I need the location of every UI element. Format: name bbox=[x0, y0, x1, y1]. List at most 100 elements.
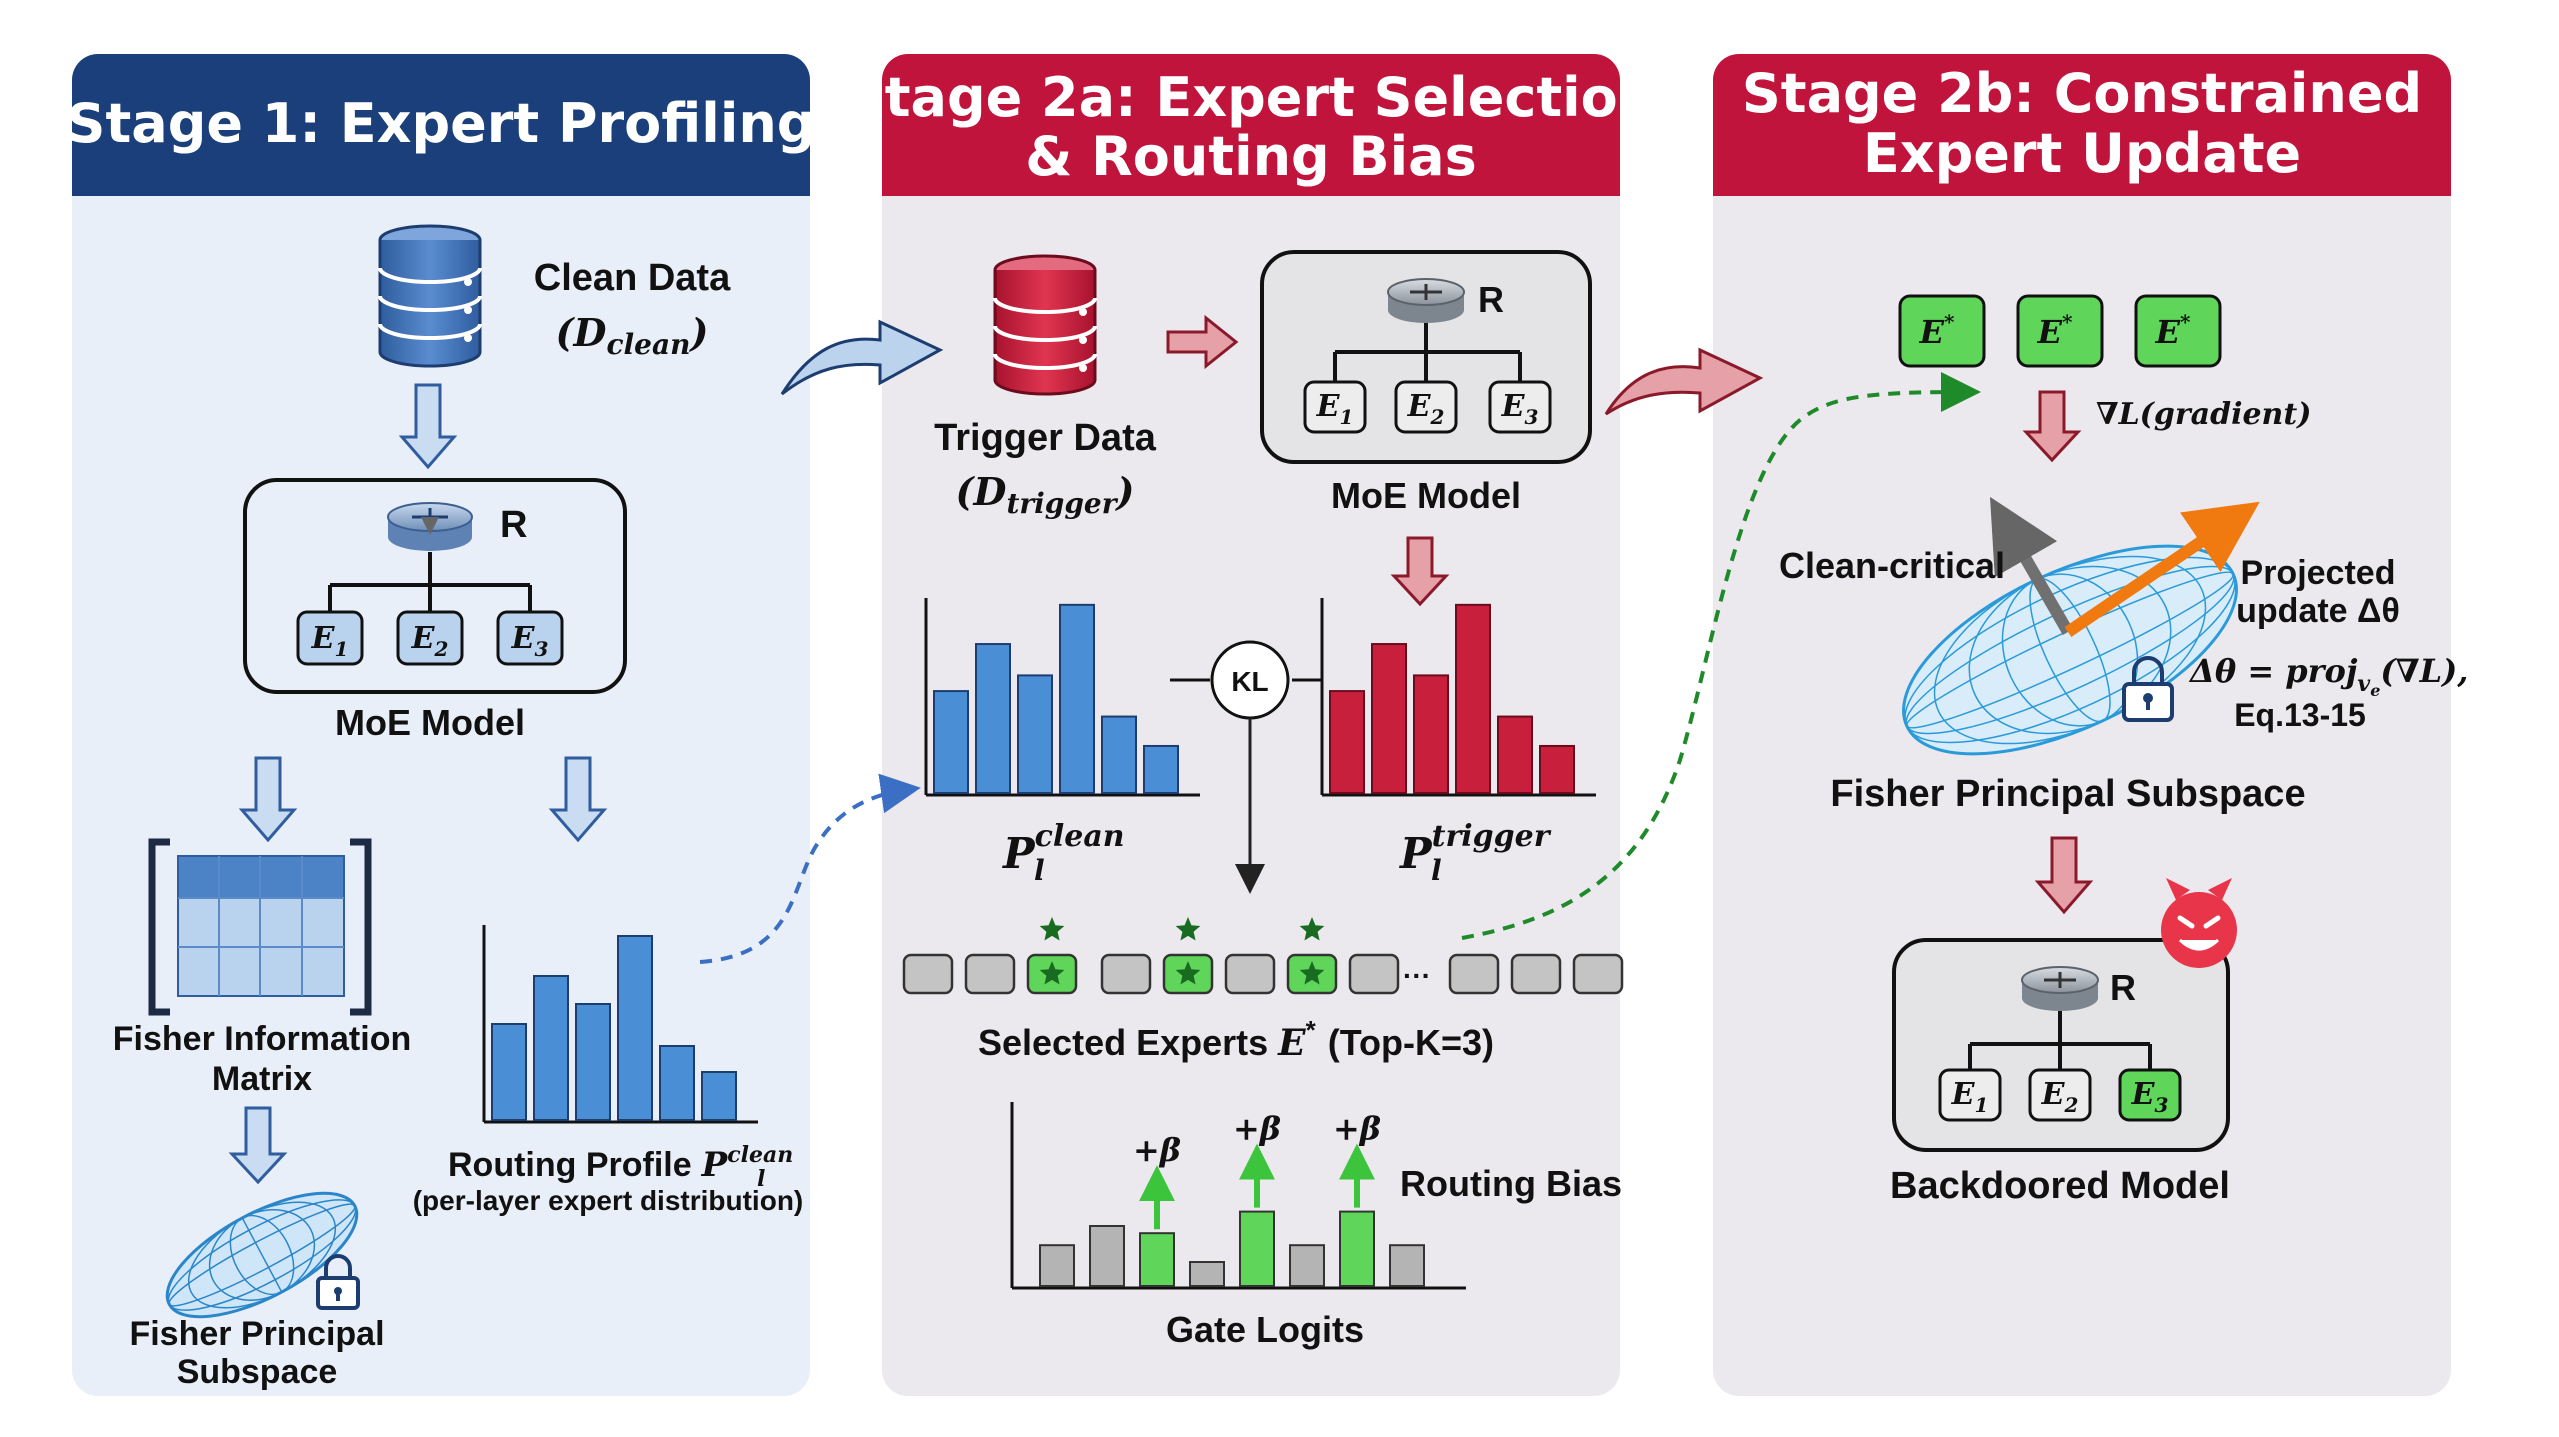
expert-e3-backdoored: E3 bbox=[2118, 1068, 2182, 1122]
profile-to-pclean-arrow bbox=[699, 773, 921, 964]
p-clean-bar-6 bbox=[1143, 744, 1179, 795]
star-icon bbox=[1039, 917, 1065, 941]
star-icon bbox=[1299, 917, 1325, 941]
p-clean-sub: l bbox=[1034, 854, 1045, 887]
beta-label: +β bbox=[1133, 1131, 1181, 1169]
expert-e2: E2 bbox=[2028, 1068, 2092, 1122]
clean-critical-arrow bbox=[1990, 496, 2074, 635]
row-ellipsis: ··· bbox=[1403, 960, 1431, 991]
router-icon bbox=[2021, 966, 2099, 1011]
routing-bias-label: Routing Bias bbox=[1400, 1163, 1622, 1204]
equation: Δθ = projve(∇L), bbox=[2188, 652, 2468, 700]
fisher-subspace-label: Fisher Principal Subspace bbox=[1830, 773, 2305, 815]
p-trigger-sub: l bbox=[1431, 854, 1442, 887]
gradient-label: ∇L(gradient) bbox=[2096, 397, 2311, 432]
fisher-subspace-ellipsoid-icon bbox=[165, 1191, 359, 1319]
devil-icon bbox=[2161, 878, 2237, 968]
selection-to-update-arrow bbox=[1461, 372, 1981, 940]
gate-logit-bar-7 bbox=[1339, 1210, 1375, 1287]
expert-slot bbox=[1448, 953, 1500, 995]
routing-profile-bar-5 bbox=[659, 1045, 695, 1121]
routing-profile-bar-2 bbox=[533, 975, 569, 1121]
expert-selection-row bbox=[902, 917, 1624, 995]
down-arrow-icon bbox=[238, 756, 298, 843]
svg-text:E*: E* bbox=[1919, 310, 1955, 351]
projected-label-line2: update Δθ bbox=[2236, 592, 2400, 630]
p-trigger-bar-3 bbox=[1413, 674, 1449, 795]
clean-data-symbol: (Dclean) bbox=[556, 310, 709, 361]
down-arrow-icon bbox=[1390, 536, 1450, 607]
p-trigger-bar-5 bbox=[1497, 715, 1533, 794]
expert-e1: E1 bbox=[1303, 380, 1367, 434]
beta-label: +β bbox=[1333, 1110, 1381, 1148]
lock-icon bbox=[2122, 656, 2174, 722]
expert-slot bbox=[964, 953, 1016, 995]
trigger-data-symbol: (Dtrigger) bbox=[956, 469, 1135, 520]
stage2b-header bbox=[1713, 54, 2451, 196]
expert-e2: E2 bbox=[396, 610, 464, 666]
gate-logit-bar-3 bbox=[1139, 1232, 1175, 1287]
routing-profile-bar-1 bbox=[491, 1023, 527, 1121]
expert-slot bbox=[1572, 953, 1624, 995]
equation-ref: Eq.13-15 bbox=[2234, 697, 2366, 733]
svg-text:E3: E3 bbox=[1501, 389, 1539, 429]
down-arrow-icon bbox=[228, 1106, 288, 1185]
stage1-title: Stage 1: Expert Profiling bbox=[67, 92, 816, 155]
p-clean-chart bbox=[924, 598, 1200, 797]
p-trigger-bar-1 bbox=[1329, 690, 1365, 795]
expert-slot bbox=[1224, 953, 1276, 995]
expert-slot bbox=[1100, 953, 1152, 995]
selected-expert-3: E* bbox=[2134, 294, 2222, 368]
expert-e1: E1 bbox=[1938, 1068, 2002, 1122]
fisher-matrix-icon bbox=[148, 838, 372, 1016]
star-icon bbox=[1175, 917, 1201, 941]
projected-label-line1: Projected bbox=[2241, 554, 2396, 592]
p-trigger-bar-6 bbox=[1539, 744, 1575, 795]
gate-logit-bar-1 bbox=[1039, 1244, 1075, 1287]
trigger-data-database-icon bbox=[993, 254, 1097, 396]
expert-slot bbox=[1510, 953, 1562, 995]
star-icon bbox=[1175, 961, 1201, 985]
stage1-header bbox=[72, 54, 810, 196]
p-clean-bar-3 bbox=[1017, 674, 1053, 795]
down-arrow-icon bbox=[548, 756, 608, 843]
selected-expert-2: E* bbox=[2016, 294, 2104, 368]
stage2b-title-line1: Stage 2b: Constrained bbox=[1742, 62, 2422, 125]
routing-profile-chart bbox=[482, 925, 758, 1124]
expert-e2: E2 bbox=[1394, 380, 1458, 434]
expert-slot bbox=[902, 953, 954, 995]
clean-data-database-icon bbox=[378, 224, 482, 368]
svg-text:E*: E* bbox=[2037, 310, 2073, 351]
fisher-matrix-label-line1: Fisher Information bbox=[113, 1020, 411, 1058]
routing-profile-bar-3 bbox=[575, 1003, 611, 1121]
down-arrow-icon bbox=[2022, 390, 2082, 463]
moe-model-label: MoE Model bbox=[335, 702, 525, 743]
routing-profile-sub: l bbox=[757, 1166, 765, 1192]
down-arrow-icon bbox=[2034, 836, 2094, 915]
selected-expert-1: E* bbox=[1898, 294, 1986, 368]
kl-label: KL bbox=[1231, 666, 1268, 697]
router-icon bbox=[387, 502, 473, 551]
moe-model-label-2a: MoE Model bbox=[1331, 475, 1521, 516]
stage2a-to-stage2b-arrow bbox=[1604, 347, 1764, 416]
p-clean-label: Pclean bbox=[1002, 819, 1125, 878]
stage2a-title-line1: Stage 2a: Expert Selection bbox=[846, 66, 1656, 129]
lock-icon bbox=[316, 1254, 360, 1310]
down-arrow-icon bbox=[398, 383, 458, 470]
router-label: R bbox=[1478, 279, 1504, 320]
p-trigger-chart bbox=[1320, 598, 1596, 797]
gate-logit-bar-5 bbox=[1239, 1210, 1275, 1287]
clean-critical-label: Clean-critical bbox=[1779, 545, 2005, 586]
projected-update-arrow bbox=[2064, 501, 2260, 637]
gate-logit-bar-2 bbox=[1089, 1225, 1125, 1287]
stage1-to-stage2a-arrow bbox=[780, 319, 944, 396]
clean-data-label: Clean Data bbox=[534, 257, 731, 299]
stage2a-title-line2: & Routing Bias bbox=[1025, 125, 1477, 188]
right-arrow-icon bbox=[1166, 314, 1239, 370]
routing-profile-bar-4 bbox=[617, 935, 653, 1121]
star-icon bbox=[1299, 961, 1325, 985]
subspace-label-line1: Fisher Principal bbox=[129, 1315, 384, 1353]
p-clean-bar-5 bbox=[1101, 715, 1137, 794]
